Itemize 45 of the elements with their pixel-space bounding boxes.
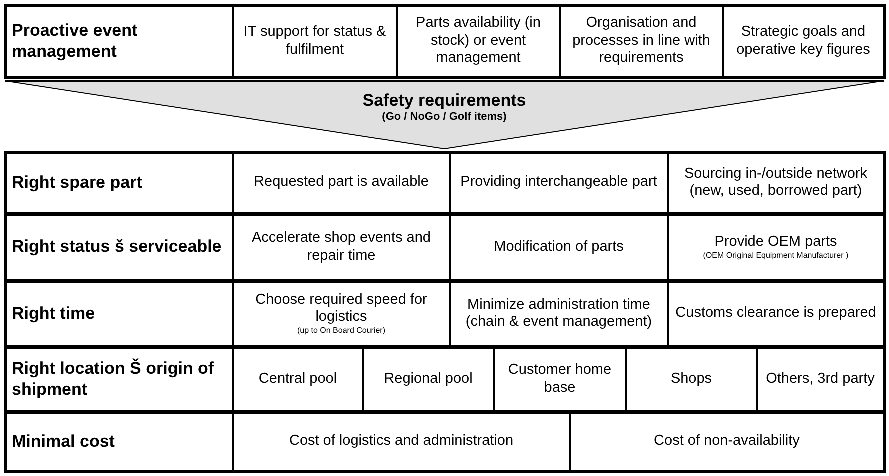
subheading-text: (Go / NoGo / Golf items)	[382, 111, 507, 125]
cell-text: Strategic goals and operative key figures	[736, 24, 872, 59]
table-cell	[233, 152, 450, 214]
footnote-text: (OEM Original Equipment Manufacturer )	[703, 251, 849, 262]
cell-text: Central pool	[258, 370, 338, 388]
cell-text: Cost of non-availability	[654, 433, 800, 451]
cell-text: Minimize administration time (chain & event management)	[464, 296, 654, 332]
cell-text: Regional pool	[384, 370, 473, 388]
cell-text: Customer home base	[507, 362, 613, 397]
footnote-text: (up to On Board Courier)	[297, 326, 386, 336]
table-cell	[397, 5, 560, 78]
cell-text: Requested part is available	[254, 174, 429, 192]
cell-text: Cost of logistics and administration	[289, 433, 514, 451]
table-cell	[450, 152, 668, 214]
row-heading: Right spare part	[12, 172, 142, 194]
cell-text: Providing interchangeable part	[460, 174, 658, 192]
heading-text: Safety requirements	[362, 90, 526, 112]
cell-text: Organisation and processes in line with requirements	[572, 15, 712, 68]
table-cell	[233, 5, 397, 78]
table-cell	[626, 347, 757, 412]
row-heading: Minimal cost	[12, 432, 115, 452]
cell-text: Provide OEM parts	[714, 234, 838, 252]
table-cell	[363, 347, 494, 412]
table-cell	[450, 214, 668, 281]
cell-text: IT support for status & fulfilment	[242, 24, 388, 59]
cell-text: Shops	[670, 370, 712, 388]
cell-text: Others, 3rd party	[766, 370, 875, 388]
cell-text: Parts availability (in stock) or event management	[415, 15, 542, 68]
row-heading: Proactive event management	[12, 21, 139, 62]
table-cell	[233, 412, 570, 472]
funnel-arrow-shape	[5, 80, 884, 150]
row-heading: Right location Š origin of shipment	[12, 359, 216, 400]
cell-text: Modification of parts	[494, 238, 624, 256]
table-cell	[450, 281, 668, 347]
table-cell	[233, 281, 450, 347]
cell-text: Accelerate shop events and repair time	[251, 230, 432, 265]
row-heading: Right time	[12, 304, 96, 324]
cell-text: Sourcing in-/outside network (new, used, borrowed part)	[684, 166, 868, 200]
row-heading: Right status š serviceable	[12, 237, 222, 258]
table-cell	[233, 347, 363, 412]
table-cell	[233, 214, 450, 281]
cell-text: Customs clearance is prepared	[676, 305, 876, 323]
table-cell	[494, 347, 626, 412]
cell-text: Choose required speed for logistics	[254, 292, 428, 326]
table-cell	[560, 5, 723, 78]
